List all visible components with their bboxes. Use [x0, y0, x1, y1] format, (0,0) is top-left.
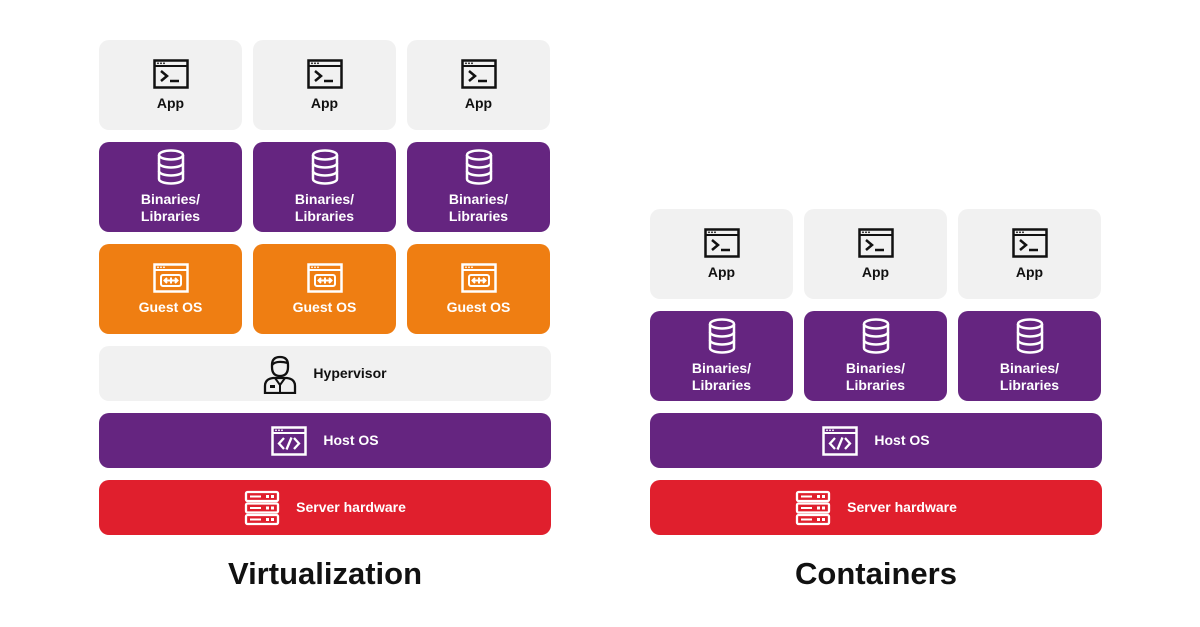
virtualization-title: Virtualization: [227, 556, 423, 591]
cont-app-block-1: App: [650, 209, 793, 299]
virt-binaries-block-1: Binaries/ Libraries: [99, 142, 242, 232]
guest-os-label: Guest OS: [446, 298, 511, 315]
terminal-icon: [703, 227, 740, 258]
host-os-label: Host OS: [874, 432, 930, 448]
server-rack-icon: [795, 490, 831, 525]
cont-host-os-block: Host OS: [650, 413, 1102, 468]
database-icon: [465, 149, 492, 185]
virt-binaries-block-2: Binaries/ Libraries: [253, 142, 396, 232]
binaries-label: Binaries/ Libraries: [448, 191, 509, 224]
app-label: App: [464, 94, 493, 111]
database-icon: [708, 318, 735, 354]
cont-binaries-block-1: Binaries/ Libraries: [650, 311, 793, 401]
database-icon: [1016, 318, 1043, 354]
terminal-icon: [306, 58, 343, 89]
guest-os-label: Guest OS: [292, 298, 357, 315]
browser-arrows-icon: [460, 262, 497, 293]
code-window-icon: [822, 425, 859, 456]
virt-app-block-2: App: [253, 40, 396, 130]
server-hardware-label: Server hardware: [847, 499, 957, 515]
host-os-label: Host OS: [323, 432, 379, 448]
hypervisor-label: Hypervisor: [313, 365, 387, 381]
virt-guest-os-block-3: Guest OS: [407, 244, 550, 334]
binaries-label: Binaries/ Libraries: [999, 360, 1060, 393]
app-label: App: [1015, 263, 1044, 280]
code-window-icon: [271, 425, 308, 456]
browser-arrows-icon: [152, 262, 189, 293]
cont-binaries-block-3: Binaries/ Libraries: [958, 311, 1101, 401]
terminal-icon: [460, 58, 497, 89]
binaries-label: Binaries/ Libraries: [691, 360, 752, 393]
server-rack-icon: [244, 490, 280, 525]
binaries-label: Binaries/ Libraries: [294, 191, 355, 224]
virt-guest-os-block-2: Guest OS: [253, 244, 396, 334]
cont-binaries-block-2: Binaries/ Libraries: [804, 311, 947, 401]
binaries-label: Binaries/ Libraries: [845, 360, 906, 393]
cont-app-block-3: App: [958, 209, 1101, 299]
app-label: App: [707, 263, 736, 280]
virt-app-block-3: App: [407, 40, 550, 130]
app-label: App: [310, 94, 339, 111]
virt-binaries-block-3: Binaries/ Libraries: [407, 142, 550, 232]
virt-guest-os-block-1: Guest OS: [99, 244, 242, 334]
app-label: App: [156, 94, 185, 111]
database-icon: [311, 149, 338, 185]
server-hardware-label: Server hardware: [296, 499, 406, 515]
terminal-icon: [152, 58, 189, 89]
virt-host-os-block: Host OS: [99, 413, 551, 468]
virt-server-hardware-block: Server hardware: [99, 480, 551, 535]
terminal-icon: [1011, 227, 1048, 258]
database-icon: [862, 318, 889, 354]
app-label: App: [861, 263, 890, 280]
cont-server-hardware-block: Server hardware: [650, 480, 1102, 535]
person-icon: [264, 355, 297, 394]
terminal-icon: [857, 227, 894, 258]
cont-app-block-2: App: [804, 209, 947, 299]
binaries-label: Binaries/ Libraries: [140, 191, 201, 224]
virt-hypervisor-block: Hypervisor: [99, 346, 551, 401]
virt-app-block-1: App: [99, 40, 242, 130]
browser-arrows-icon: [306, 262, 343, 293]
containers-title: Containers: [795, 556, 957, 591]
database-icon: [157, 149, 184, 185]
guest-os-label: Guest OS: [138, 298, 203, 315]
